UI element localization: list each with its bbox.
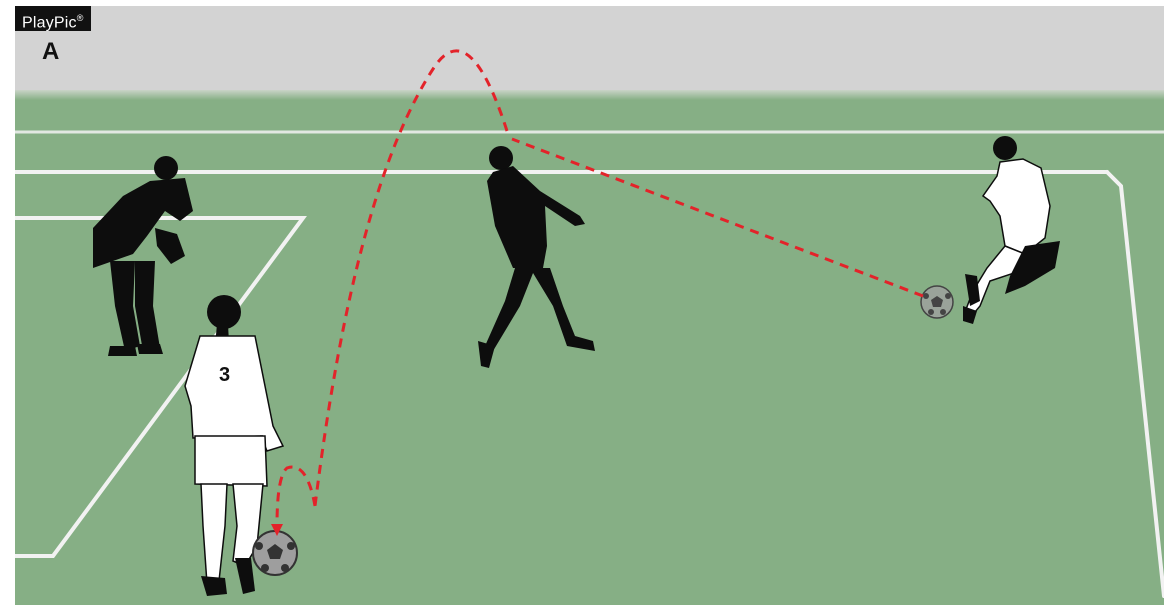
bounce-path [275, 465, 317, 527]
goalkeeper-silhouette-icon [93, 156, 193, 356]
soccer-ball-icon [920, 285, 954, 319]
sky-background [15, 6, 1164, 94]
kicker-silhouette-icon [963, 136, 1060, 324]
side-line [1105, 170, 1164, 598]
attacker-silhouette-icon: 3 [184, 295, 285, 596]
defender-silhouette-icon [478, 146, 595, 368]
brand-badge: PlayPic® [15, 6, 91, 31]
attacker-jersey-number: 3 [219, 364, 230, 386]
brand-name: PlayPic [22, 14, 77, 32]
pitch-illustration: 3 [15, 49, 1164, 598]
header-arc-path [313, 49, 509, 507]
arrowhead-icon [271, 524, 283, 536]
brand-registered-mark: ® [76, 13, 84, 23]
soccer-ball-icon [252, 530, 298, 576]
horizon-blend [15, 90, 1164, 100]
ball-trajectory [275, 49, 924, 527]
panel-label: A [42, 38, 60, 65]
